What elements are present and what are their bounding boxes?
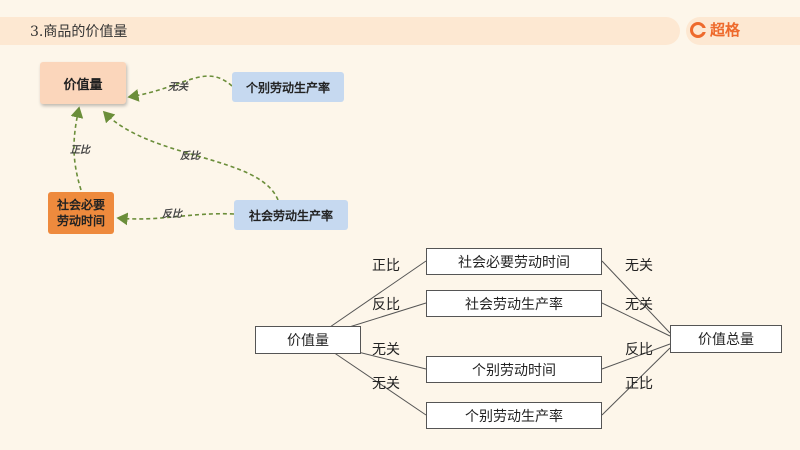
tree-node: 个别劳动时间: [426, 356, 602, 383]
tree-left-label: 正比: [372, 258, 400, 274]
social-rate-box: 社会劳动生产率: [234, 200, 348, 230]
edge-label-direct: 正比: [70, 145, 90, 156]
tree-line-5: [601, 260, 671, 334]
brand-logo: 超格: [690, 19, 740, 40]
page-title: 3.商品的价值量: [30, 24, 128, 40]
tree-line-1: [329, 260, 427, 328]
tree-left-label: 无关: [372, 342, 400, 358]
tree-left-label: 无关: [372, 376, 400, 392]
logo-icon: [690, 21, 706, 38]
arrow-socialtime-to-value: [70, 106, 84, 191]
tree-node: 社会劳动生产率: [426, 290, 602, 317]
tree-right-label: 正比: [625, 376, 653, 392]
tree-line-7: [601, 343, 671, 370]
edge-label-inverse: 反比: [180, 151, 200, 162]
tree-node: 个别劳动生产率: [426, 402, 602, 429]
arrow-individual-to-value: [127, 75, 233, 102]
tree-line-4: [329, 349, 427, 416]
tree-right-label: 无关: [625, 258, 653, 274]
tree-right-label: 反比: [625, 342, 653, 358]
tree-node: 社会必要劳动时间: [426, 248, 602, 275]
value-box: 价值量: [40, 62, 126, 104]
tree-line-6: [601, 302, 671, 337]
tree-right-label: 无关: [625, 297, 653, 313]
individual-rate-box: 个别劳动生产率: [232, 72, 344, 102]
tree-left-label: 反比: [372, 297, 400, 313]
logo-text: 超格: [710, 21, 741, 39]
header-bar: [0, 17, 680, 45]
social-time-box: 社会必要 劳动时间: [48, 192, 114, 234]
tree-total-box: 价值总量: [670, 325, 782, 353]
edge-label-unrelated: 无关: [168, 82, 188, 93]
edge-label-inverse-2: 反比: [162, 209, 182, 220]
arrow-socialrate-to-socialtime: [116, 212, 235, 226]
social-time-label: 社会必要 劳动时间: [56, 198, 105, 228]
tree-root-box: 价值量: [255, 326, 361, 354]
tree-line-8: [601, 347, 671, 416]
